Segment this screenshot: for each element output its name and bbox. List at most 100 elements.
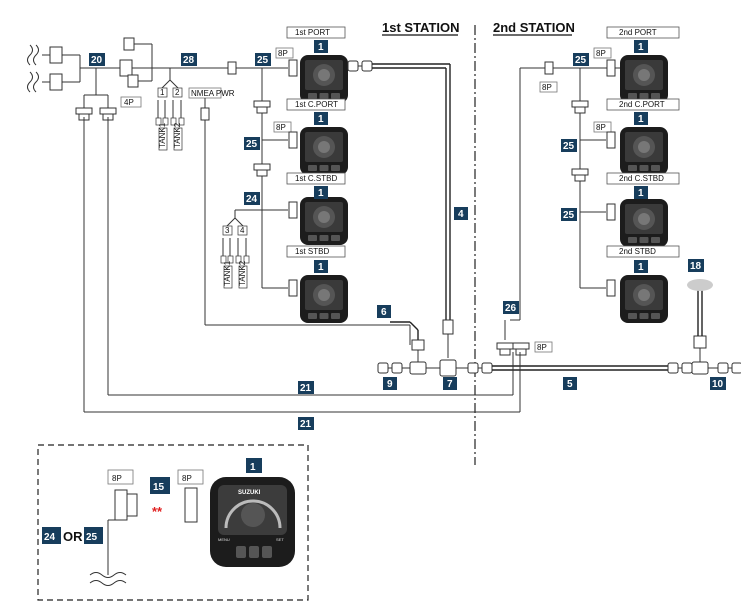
four-pin-harness [75, 68, 142, 121]
callout-25-p2: 25 [573, 53, 589, 66]
callout-15-detail: 15 [150, 477, 170, 494]
svg-text:24: 24 [246, 194, 258, 205]
svg-text:25: 25 [563, 141, 575, 152]
callout-24-detail: 24 [42, 527, 61, 544]
svg-text:28: 28 [183, 55, 195, 66]
or-text: OR [63, 529, 83, 544]
asterisk-note: ** [152, 504, 163, 519]
station1-bus [227, 61, 288, 289]
tank1-label-top: TANK1 [158, 122, 167, 148]
callout-1-cp2: 1 [634, 112, 648, 125]
cp2-8p-label: 8P [596, 123, 606, 132]
four-pin-label: 4P [124, 98, 134, 107]
station1-drop-cable [347, 60, 454, 358]
cable-21 [83, 117, 521, 413]
tank2-label-bottom: TANK2 [238, 260, 247, 286]
svg-text:5: 5 [567, 379, 573, 390]
callout-1-cs1: 1 [314, 186, 328, 199]
svg-text:4: 4 [458, 209, 464, 220]
station2-header: 2nd STATION [493, 20, 575, 35]
detail-8p-left: 8P [112, 474, 122, 483]
svg-text:24: 24 [44, 532, 56, 543]
callout-4: 4 [454, 207, 468, 220]
station1-gauges [286, 26, 348, 323]
svg-text:9: 9 [387, 379, 393, 390]
tee2-8p-label: 8P [537, 343, 547, 352]
callout-25-detail: 25 [84, 527, 103, 544]
callout-21-lower: 21 [298, 417, 314, 430]
svg-text:1: 1 [638, 262, 644, 273]
callout-1-s2: 1 [634, 260, 648, 273]
station2-harness [496, 61, 620, 395]
callout-28: 28 [181, 53, 197, 66]
svg-text:1: 1 [638, 42, 644, 53]
tank-sensor-group-top [155, 68, 185, 151]
gauge-btn-set: SET [276, 537, 284, 542]
svg-text:25: 25 [246, 139, 258, 150]
svg-text:1: 1 [250, 462, 256, 473]
callout-21-upper: 21 [298, 381, 314, 394]
svg-text:10: 10 [712, 379, 724, 390]
callout-25-cp2: 25 [561, 139, 577, 152]
tank1-label-bottom: TANK1 [223, 260, 232, 286]
tank-sensor-group-bottom [220, 209, 262, 289]
callout-25-cp1: 25 [244, 137, 260, 150]
svg-text:1: 1 [318, 262, 324, 273]
p2-8p-label: 8P [596, 49, 606, 58]
gauge-btn-menu: MENU [218, 537, 230, 542]
tank-num-1: 1 [160, 88, 165, 97]
cp1-8p-label: 8P [276, 123, 286, 132]
callout-1-detail: 1 [246, 458, 262, 473]
callout-25-cs2: 25 [561, 208, 577, 221]
svg-text:25: 25 [575, 55, 587, 66]
tank-num-4: 4 [240, 226, 245, 235]
svg-text:25: 25 [86, 532, 98, 543]
tee-connector-left [377, 321, 493, 377]
svg-text:18: 18 [690, 261, 702, 272]
callout-6: 6 [377, 305, 391, 318]
svg-text:25: 25 [257, 55, 269, 66]
gauge-label-1st-cport: 1st C.PORT [295, 100, 338, 109]
gauge-label-1st-stbd: 1st STBD [295, 247, 329, 256]
tank-num-3: 3 [225, 226, 230, 235]
svg-text:6: 6 [381, 307, 387, 318]
callout-25-p1: 25 [255, 53, 271, 66]
callout-1-s1: 1 [314, 260, 328, 273]
callout-18: 18 [688, 259, 704, 272]
gauge-label-2nd-cport: 2nd C.PORT [619, 100, 665, 109]
station2-gauges [606, 26, 680, 323]
svg-text:15: 15 [153, 482, 165, 493]
gauge-label-2nd-port: 2nd PORT [619, 28, 657, 37]
svg-text:25: 25 [563, 210, 575, 221]
callout-1-cs2: 1 [634, 186, 648, 199]
detail-box [37, 444, 309, 601]
gauge-brand: SUZUKI [238, 490, 261, 496]
hub2-8p-label: 8P [542, 83, 552, 92]
callout-20: 20 [89, 53, 105, 66]
tank-num-2: 2 [175, 88, 180, 97]
gauge-label-2nd-stbd: 2nd STBD [619, 247, 656, 256]
gauge-label-1st-port: 1st PORT [295, 28, 330, 37]
svg-text:1: 1 [318, 114, 324, 125]
large-gauge [210, 477, 295, 567]
p1-8p-label: 8P [278, 49, 288, 58]
svg-text:7: 7 [447, 379, 453, 390]
detail-connectors [89, 487, 198, 586]
callout-1-p1: 1 [314, 40, 328, 53]
gauge-label-2nd-cstbd: 2nd C.STBD [619, 174, 664, 183]
svg-text:1: 1 [638, 114, 644, 125]
detail-8p-right: 8P [182, 474, 192, 483]
callout-26: 26 [503, 301, 519, 314]
backbone-cable [492, 279, 741, 375]
callout-5: 5 [563, 377, 577, 390]
tank2-label-top: TANK2 [173, 122, 182, 148]
nmea-pwr-label: NMEA PWR [191, 89, 235, 98]
svg-text:21: 21 [300, 383, 312, 394]
nmea-pwr-harness [200, 98, 411, 345]
svg-text:1: 1 [318, 42, 324, 53]
callout-10: 10 [710, 377, 726, 390]
svg-text:20: 20 [91, 55, 103, 66]
gauge-label-1st-cstbd: 1st C.STBD [295, 174, 337, 183]
callout-7: 7 [443, 377, 457, 390]
